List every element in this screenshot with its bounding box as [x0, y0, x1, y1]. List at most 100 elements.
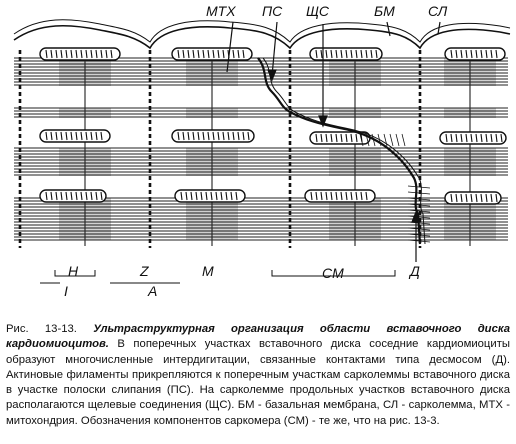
a-band-block — [186, 198, 238, 240]
crista — [350, 49, 353, 59]
crista — [70, 131, 73, 141]
crista — [455, 193, 458, 203]
crista — [207, 49, 210, 59]
crista — [215, 191, 218, 201]
a-band-block — [444, 148, 496, 176]
crista — [335, 191, 338, 201]
crista — [232, 49, 235, 59]
crista — [465, 133, 468, 143]
crista — [232, 131, 235, 141]
crista — [230, 191, 233, 201]
desmosome-fiber — [383, 133, 388, 147]
label-a-band: A — [148, 283, 158, 299]
sarcolemma-outline — [13, 19, 511, 245]
label-bm: БМ — [374, 3, 395, 19]
desmosome-fiber — [407, 227, 431, 231]
crista — [460, 193, 463, 203]
crista — [247, 131, 250, 141]
crista — [237, 131, 240, 141]
label-sl: СЛ — [428, 3, 448, 19]
crista — [192, 131, 195, 141]
desmosome-fiber — [407, 197, 431, 201]
crista — [495, 49, 498, 59]
crista — [470, 133, 473, 143]
crista — [242, 131, 245, 141]
crista — [50, 191, 53, 201]
crista — [340, 49, 343, 59]
crista — [100, 191, 103, 201]
crista — [95, 131, 98, 141]
crista — [345, 191, 348, 201]
crista — [202, 131, 205, 141]
a-band-block — [186, 58, 238, 86]
a-band-block — [59, 108, 111, 118]
crista — [450, 193, 453, 203]
crista — [222, 131, 225, 141]
crista — [212, 49, 215, 59]
crista — [460, 133, 463, 143]
crista — [465, 193, 468, 203]
crista — [460, 49, 463, 59]
crista — [45, 191, 48, 201]
a-band-block — [186, 108, 238, 118]
crista — [60, 49, 63, 59]
desmosomes — [359, 133, 431, 243]
mitochondrion — [444, 47, 506, 61]
mitochondrion — [171, 47, 253, 61]
crista — [480, 49, 483, 59]
crista — [105, 49, 108, 59]
crista — [365, 191, 368, 201]
crista — [325, 191, 328, 201]
crista — [365, 49, 368, 59]
crista — [350, 133, 353, 143]
label-h-band: H — [68, 263, 79, 279]
desmosome-fiber — [359, 133, 364, 147]
crista — [200, 191, 203, 201]
mitochondrion — [304, 189, 376, 203]
a-band-block — [444, 198, 496, 240]
desmosome-fiber — [395, 133, 400, 147]
crista — [450, 49, 453, 59]
crista — [45, 131, 48, 141]
a-band-block — [59, 198, 111, 240]
cardiomyocyte-diagram — [13, 19, 511, 284]
label-ps: ПС — [262, 3, 283, 19]
crista — [210, 191, 213, 201]
crista — [335, 133, 338, 143]
crista — [235, 191, 238, 201]
crista — [50, 49, 53, 59]
crista — [65, 131, 68, 141]
crista — [242, 49, 245, 59]
crista — [85, 131, 88, 141]
a-band-block — [444, 108, 496, 118]
crista — [75, 131, 78, 141]
crista — [55, 131, 58, 141]
crista — [90, 131, 93, 141]
crista — [370, 49, 373, 59]
pointer-arrows — [226, 21, 441, 262]
crista — [345, 49, 348, 59]
caption-title: Ультраструктурная организация области вс… — [6, 323, 511, 351]
crista — [187, 49, 190, 59]
caption-body: В поперечных участках вставочного диска … — [6, 338, 511, 427]
a-band-block — [329, 198, 381, 240]
crista — [495, 193, 498, 203]
crista — [450, 133, 453, 143]
crista — [70, 191, 73, 201]
crista — [490, 133, 493, 143]
crista — [207, 131, 210, 141]
intercalated-disc — [257, 57, 422, 245]
crista — [190, 191, 193, 201]
crista — [222, 49, 225, 59]
crista — [197, 49, 200, 59]
top-membrane — [13, 24, 511, 50]
crista — [55, 191, 58, 201]
desmosome-fiber — [407, 209, 431, 213]
crista — [470, 193, 473, 203]
crista — [177, 49, 180, 59]
crista — [330, 49, 333, 59]
crista — [187, 131, 190, 141]
crista — [315, 191, 318, 201]
crista — [350, 191, 353, 201]
crista — [475, 49, 478, 59]
